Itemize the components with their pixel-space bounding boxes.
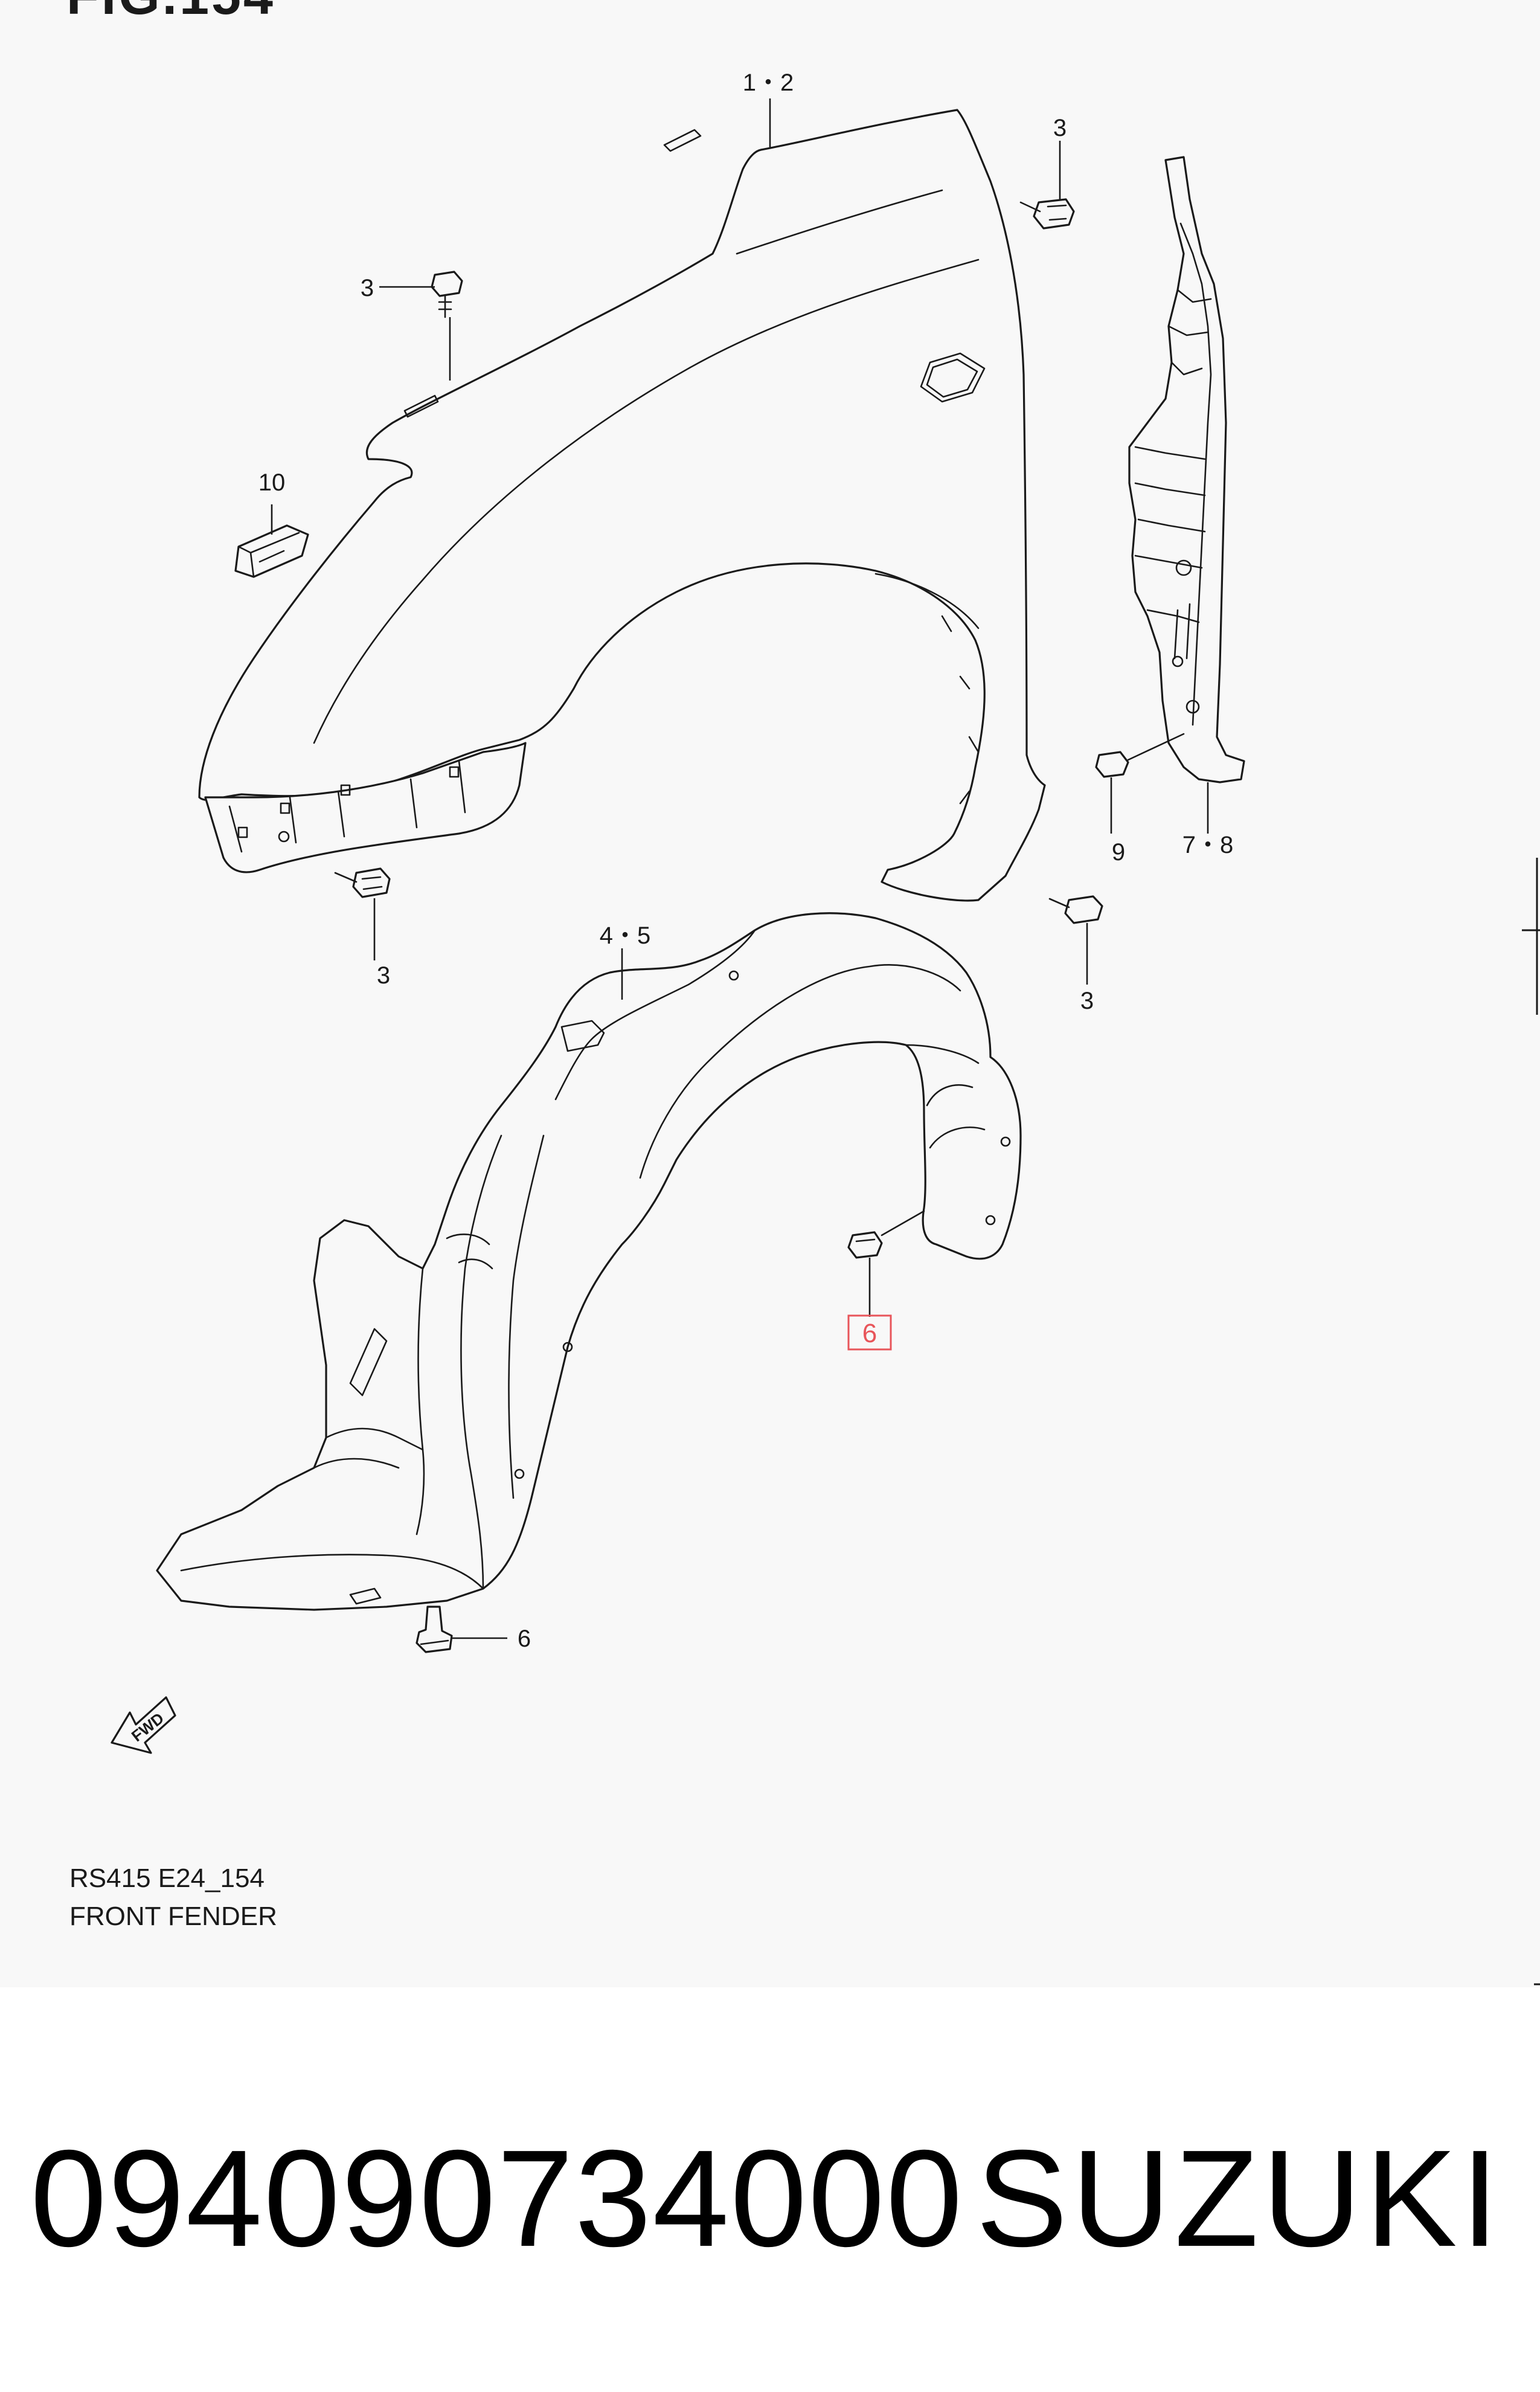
callout-bolt-top-left: 3 bbox=[361, 275, 374, 301]
callout-bracket: 7・8 bbox=[1182, 832, 1234, 858]
clip-highlighted[interactable] bbox=[847, 1210, 925, 1259]
callout-bracket-bolt: 9 bbox=[1112, 839, 1125, 866]
diagram-panel: FIG.154 bbox=[66, 0, 1540, 1985]
callout-bolt-top-right: 3 bbox=[1053, 115, 1067, 141]
clip-bottom[interactable] bbox=[415, 1606, 453, 1653]
callout-inner-liner: 4・5 bbox=[600, 922, 651, 949]
bolt-bottom-left[interactable] bbox=[334, 867, 391, 898]
parts-diagram: 1・2 3 3 10 3 3 4・5 9 7・8 6 6 FWD bbox=[111, 69, 1245, 1754]
footer-part-number: 094090734000 bbox=[30, 2122, 964, 2275]
bracket-bolt[interactable] bbox=[1095, 733, 1185, 778]
front-fender[interactable] bbox=[198, 109, 1046, 902]
bolt-bottom-right[interactable] bbox=[1048, 895, 1103, 924]
footer-brand: SUZUKI bbox=[975, 2122, 1503, 2275]
edge-marks bbox=[1522, 858, 1540, 1985]
callout-highlight[interactable]: 6 bbox=[847, 1314, 892, 1351]
fender-seal[interactable] bbox=[234, 524, 309, 578]
leader-lines bbox=[271, 98, 1209, 1639]
callout-clip-bottom: 6 bbox=[518, 1625, 531, 1652]
callout-bolt-bottom-right: 3 bbox=[1080, 988, 1094, 1014]
figure-title: FIG.154 bbox=[66, 0, 275, 27]
callout-bolt-bottom-left: 3 bbox=[377, 962, 390, 989]
fwd-arrow-icon: FWD bbox=[111, 1696, 176, 1754]
fender-inner-liner[interactable] bbox=[156, 912, 1022, 1611]
bolt-top-left[interactable] bbox=[431, 271, 463, 318]
callout-fender: 1・2 bbox=[743, 69, 794, 96]
callout-clip-highlighted: 6 bbox=[862, 1319, 877, 1348]
figure-name: FRONT FENDER bbox=[69, 1902, 277, 1931]
figure-code: RS415 E24_154 bbox=[69, 1863, 265, 1893]
callout-seal: 10 bbox=[258, 469, 286, 496]
fender-bracket[interactable] bbox=[1128, 156, 1245, 783]
bolt-top-right[interactable] bbox=[1019, 198, 1075, 230]
